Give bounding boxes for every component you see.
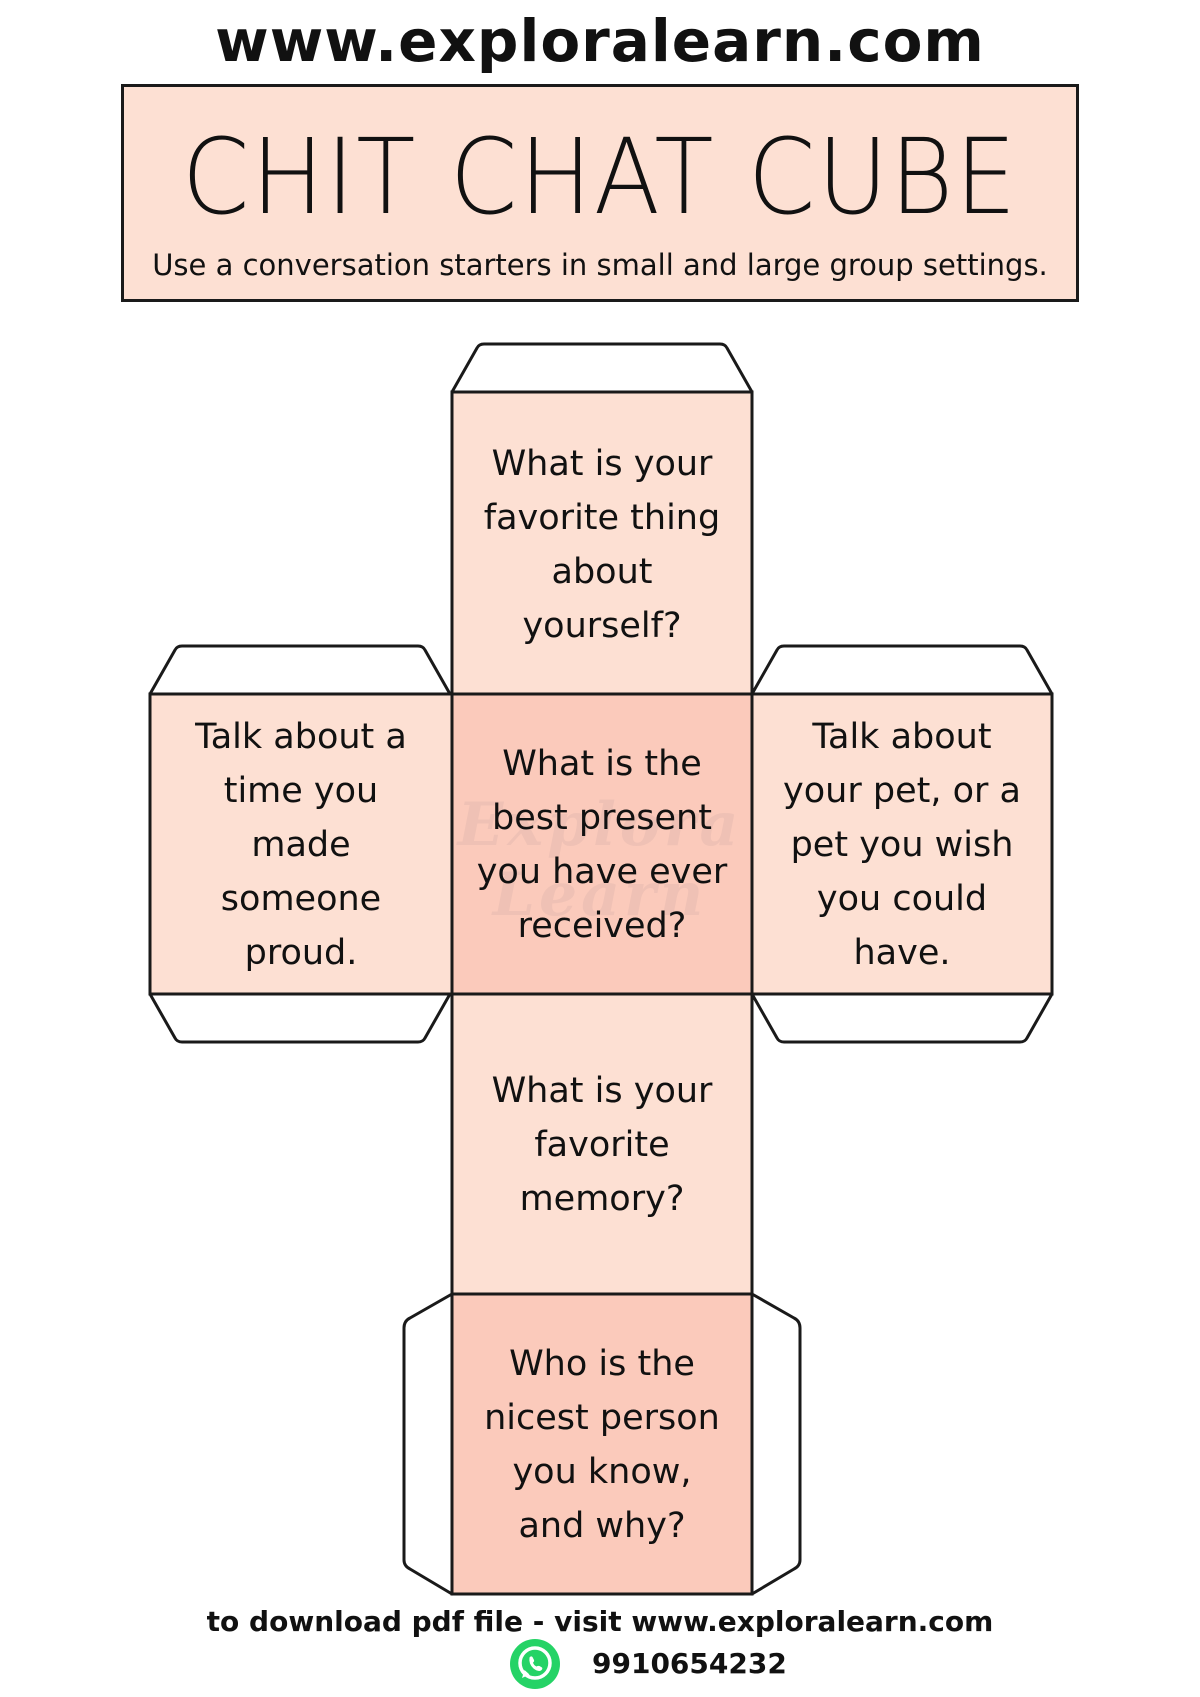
face-top-text: What is your favorite thing about yourse…: [483, 444, 721, 646]
left-lower-flap: [148, 992, 452, 1044]
face-left-text: Talk about a time you made someone proud…: [195, 717, 407, 973]
whatsapp-icon[interactable]: [508, 1637, 562, 1691]
face-center-text: What is the best present you have ever r…: [476, 744, 728, 946]
right-lower-flap: [750, 992, 1054, 1044]
face-top: [450, 390, 754, 696]
right-upper-flap: [750, 644, 1054, 696]
contact-row: 9910654232: [508, 1637, 787, 1691]
left-upper-flap: [148, 644, 452, 696]
face-right-text: Talk about your pet, or a pet you wish y…: [783, 717, 1021, 973]
phone-number[interactable]: 9910654232: [592, 1647, 787, 1680]
download-link-text[interactable]: to download pdf file - visit www.explora…: [206, 1605, 994, 1638]
face-bottom-text: Who is the nicest person you know, and w…: [484, 1344, 720, 1546]
bottom-right-flap: [750, 1292, 802, 1596]
face-bottom: [450, 1292, 754, 1596]
bottom-left-flap: [402, 1292, 454, 1596]
watermark: Explora Learn: [457, 790, 743, 930]
page-title: CHIT CHAT CUBE: [181, 116, 1019, 238]
face-left: [148, 692, 454, 996]
title-banner: CHIT CHAT CUBE Use a conversation starte…: [121, 84, 1079, 302]
face-lower-text: What is your favorite memory?: [491, 1071, 713, 1219]
face-right: [750, 692, 1054, 996]
top-flap: [450, 342, 754, 394]
face-lower: [450, 992, 754, 1296]
site-url: www.exploralearn.com: [215, 7, 985, 75]
page-subtitle: Use a conversation starters in small and…: [152, 248, 1048, 282]
